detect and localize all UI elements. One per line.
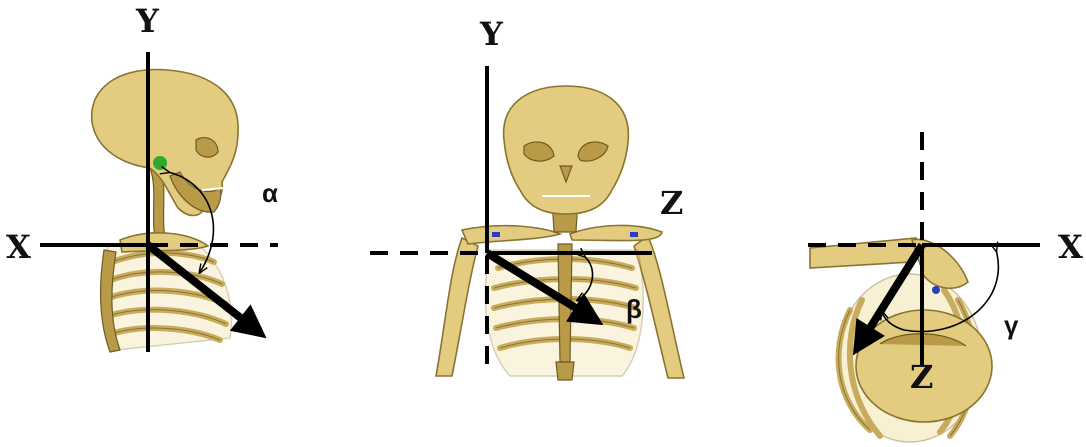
front-skeleton-illustration [436, 86, 684, 380]
top-skeleton-illustration [810, 238, 992, 442]
front-view-panel: Y Z β [370, 15, 684, 380]
top-view-panel: Z X γ [808, 132, 1083, 442]
green-muscle-marker [153, 156, 167, 170]
front-z-axis-label: Z [660, 184, 683, 222]
blue-muscle-marker-left [492, 232, 500, 237]
gamma-angle-label: γ [1004, 310, 1019, 340]
side-view-panel: Y X α [6, 2, 278, 352]
side-skeleton-illustration [92, 69, 238, 352]
blue-muscle-marker-right [630, 232, 638, 237]
side-x-axis-label: X [6, 228, 31, 266]
side-y-axis-label: Y [135, 2, 160, 40]
top-z-axis-label: Z [910, 358, 933, 396]
beta-angle-label: β [626, 294, 642, 324]
blue-muscle-marker-top [932, 286, 940, 294]
top-x-axis-label: X [1058, 228, 1083, 266]
alpha-angle-label: α [262, 178, 278, 208]
front-y-axis-label: Y [479, 15, 504, 53]
